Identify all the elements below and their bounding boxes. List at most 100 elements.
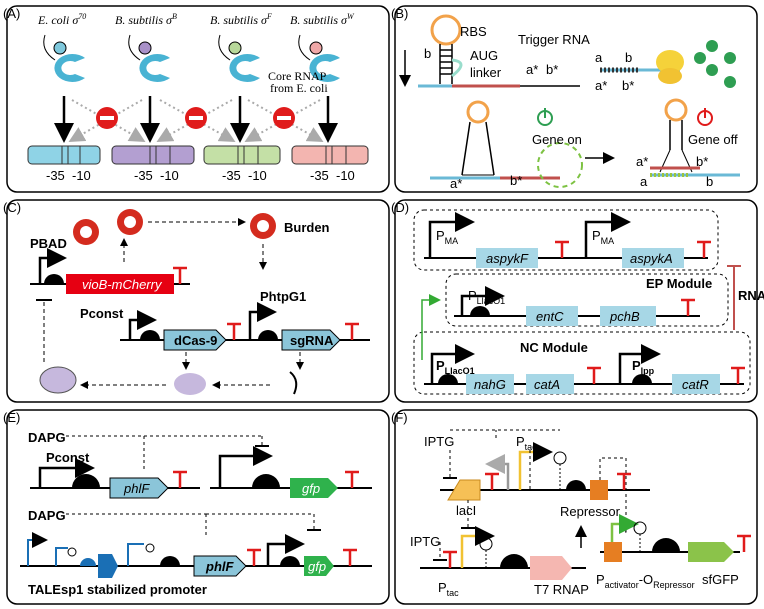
entc-gene-box (526, 306, 578, 326)
gfp-label-1: gfp (302, 481, 320, 496)
panel-d-frame (394, 199, 758, 403)
phtpg1-label: PhtpG1 (260, 289, 306, 304)
ep-module-label: EP Module (646, 276, 712, 291)
gene-on-highlight (537, 142, 583, 188)
panel-c-tag: (C) (3, 200, 21, 215)
inhibit-icon-3 (273, 107, 295, 129)
linker-label: linker (470, 65, 502, 80)
gfp-label-2: gfp (308, 559, 326, 574)
core-rnap-label: Core RNAP (268, 69, 327, 83)
ptac-label-1: Ptac (516, 434, 537, 452)
rbs-loop-icon (430, 14, 462, 46)
dcas9-protein-icon (174, 373, 206, 395)
bstar-label-b1: b* (622, 78, 634, 93)
dcas9-complex-icon (39, 366, 77, 394)
sgrna-icon (289, 371, 298, 395)
promoter-cylinder-3 (203, 145, 281, 165)
plpp-label: Plpp (632, 358, 655, 376)
astar-label-2: a* (450, 176, 462, 191)
iptg-label-2: IPTG (410, 534, 440, 549)
minus10-label-4: -10 (336, 168, 355, 183)
catr-gene-box (672, 374, 720, 394)
minus35-label-3: -35 (222, 168, 241, 183)
cata-label: catA (534, 377, 560, 392)
sigma-label-3: B. subtilis σF (210, 12, 272, 27)
dcas9-label: dCas-9 (174, 333, 217, 348)
panel-a-tag: (A) (3, 6, 20, 21)
rnap-icon-1 (43, 34, 85, 82)
gear-icon-3 (250, 213, 276, 239)
trigger-rna-label: Trigger RNA (518, 32, 590, 47)
panel-a: E. coli σ70 B. subtilis σB B. subtilis σ… (27, 12, 369, 183)
astar-label-b1: a* (595, 78, 607, 93)
gene-on-label: Gene on (532, 132, 582, 147)
minus10-label-3: -10 (248, 168, 267, 183)
promoter-cylinder-4 (291, 145, 369, 165)
a-label-b1: a (595, 50, 603, 65)
t7-rnap-gene-box (530, 556, 572, 580)
phlf-label-2: phlF (205, 559, 234, 574)
gear-icon-1 (73, 219, 99, 245)
gfp-gene-box-1 (290, 478, 338, 498)
pllac-label-1: PLlacO1 (468, 288, 505, 306)
laci-gene-box (447, 479, 481, 501)
ptac-label-2: Ptac (438, 580, 459, 598)
pllac-label-2: PLlacO1 (436, 358, 475, 376)
panel-b-tag: (B) (391, 6, 408, 21)
core-rnap-source-label: from E. coli (270, 81, 328, 95)
panel-d-tag: (D) (391, 200, 409, 215)
bstar-label-1: b* (546, 62, 558, 77)
panel-e-tag: (E) (3, 410, 20, 425)
minus35-label-1: -35 (46, 168, 65, 183)
panel-a-frame (6, 5, 390, 193)
aspykf-gene-box (476, 248, 538, 268)
panel-c-frame (6, 199, 390, 403)
pconst-label-e: Pconst (46, 450, 90, 465)
phlf-label-1: phlF (123, 481, 150, 496)
sfgfp-gene-box (688, 542, 734, 562)
vio-gene-box (66, 274, 174, 294)
gfp-gene-box-2 (304, 556, 334, 576)
b-label-b1: b (625, 50, 632, 65)
minus10-label-1: -10 (72, 168, 91, 183)
pactivator-orepressor-label: Pactivator-ORepressor (596, 572, 695, 590)
promoter-cylinder-1 (27, 145, 101, 165)
aspyka-gene-box (622, 248, 684, 268)
aspykf-label: aspykF (486, 251, 529, 266)
power-on-icon (537, 108, 553, 126)
burden-label: Burden (284, 220, 330, 235)
repressor-label: Repressor (560, 504, 621, 519)
operator-box (604, 542, 622, 562)
minus35-label-2: -35 (134, 168, 153, 183)
minus10-label-2: -10 (160, 168, 179, 183)
phlf-gene-box-2 (193, 555, 247, 577)
catr-label: catR (682, 377, 709, 392)
tale-gene-box (98, 554, 118, 578)
panel-e: DAPG Pconst phlF gfp DAPG p (20, 430, 372, 597)
inhibit-icon-1 (96, 107, 118, 129)
protein-beads-icon (694, 40, 736, 88)
entc-label: entC (536, 309, 564, 324)
t7-rnap-label: T7 RNAP (534, 582, 589, 597)
aspyka-label: aspykA (630, 251, 673, 266)
iptg-label-1: IPTG (424, 434, 454, 449)
ribosome-icon (656, 50, 684, 74)
panel-f: IPTG lacI Ptac Repressor IPTG Ptac (410, 429, 751, 598)
pma-label-1: PMA (436, 228, 458, 246)
gene-off-label: Gene off (688, 132, 738, 147)
phlf-gene-box-1 (109, 477, 169, 499)
bstar-label-3: b* (696, 154, 708, 169)
sgrna-gene-box (281, 329, 341, 351)
panel-d: PMA aspykF PMA aspykA EP Module PLlacO1 … (413, 209, 764, 395)
repressor-gene-box (590, 480, 608, 500)
panel-c: Burden PBAD vioB-mCherry PhtpG1 Pconst d… (30, 209, 370, 395)
laci-label: lacI (456, 503, 476, 518)
sigma-label-4: B. subtilis σW (290, 12, 355, 27)
rnap-icon-3 (218, 34, 260, 83)
gear-icon-2 (117, 209, 143, 235)
pchb-gene-box (600, 306, 656, 326)
power-off-icon (697, 108, 713, 126)
rbs-label: RBS (460, 24, 487, 39)
rnap-icon-2 (128, 34, 170, 83)
astar-label-3: a* (636, 154, 648, 169)
